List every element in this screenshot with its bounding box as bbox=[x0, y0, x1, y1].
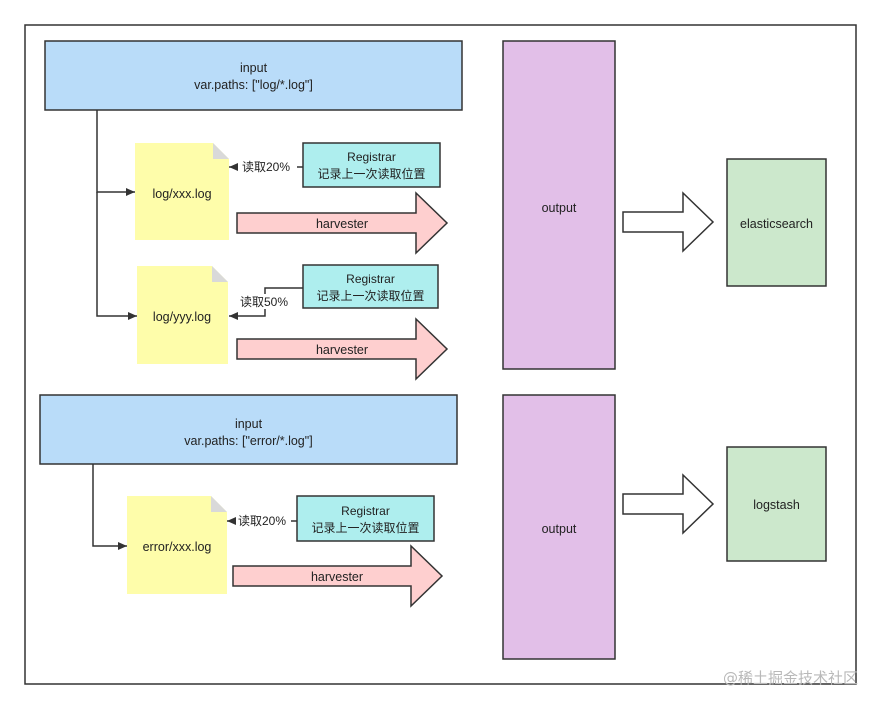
registrar-3-read-label: 读取20% bbox=[238, 514, 286, 528]
registrar-box-3 bbox=[296, 495, 435, 542]
harvester-arrow-3 bbox=[232, 544, 444, 608]
input-1-connector-to-file-1 bbox=[96, 110, 135, 196]
harvester-arrow-1 bbox=[236, 191, 449, 255]
target-box-elasticsearch bbox=[726, 158, 827, 287]
input-box-1-title: input bbox=[240, 61, 268, 75]
input-box-2 bbox=[39, 394, 458, 465]
output-box-2 bbox=[502, 394, 616, 660]
input-1-connector-to-file-2 bbox=[96, 192, 137, 320]
file-label-1: log/xxx.log bbox=[152, 187, 211, 201]
harvester-arrow-2 bbox=[236, 317, 449, 381]
registrar-box-2 bbox=[302, 264, 439, 309]
harvester-label-2: harvester bbox=[316, 343, 368, 357]
registrar-box-3-title: Registrar bbox=[341, 504, 390, 518]
registrar-box-3-desc: 记录上一次读取位置 bbox=[311, 520, 419, 535]
file-icon-2 bbox=[137, 266, 228, 364]
output-1-to-target-arrow bbox=[622, 191, 715, 253]
registrar-2-read-label: 读取50% bbox=[240, 295, 288, 309]
output-box-1-label: output bbox=[542, 201, 577, 215]
file-icon-1 bbox=[135, 143, 229, 240]
target-box-logstash bbox=[726, 446, 827, 562]
registrar-box-2-title: Registrar bbox=[346, 272, 395, 286]
output-2-to-target-arrow bbox=[622, 473, 715, 535]
input-box-2-title: input bbox=[235, 417, 263, 431]
file-icon-3 bbox=[127, 496, 227, 594]
target-box-elasticsearch-label: elasticsearch bbox=[740, 217, 813, 231]
file-label-2: log/yyy.log bbox=[153, 310, 211, 324]
registrar-box-1-desc: 记录上一次读取位置 bbox=[317, 166, 425, 181]
registrar-box-1-title: Registrar bbox=[347, 150, 396, 164]
output-box-1 bbox=[502, 40, 616, 370]
input-box-2-paths: var.paths: ["error/*.log"] bbox=[184, 434, 312, 448]
input-box-1-paths: var.paths: ["log/*.log"] bbox=[194, 78, 313, 92]
input-2-connector-to-file-3 bbox=[92, 464, 127, 550]
file-label-3: error/xxx.log bbox=[143, 540, 212, 554]
watermark-text: @稀土掘金技术社区 bbox=[723, 669, 858, 687]
input-box-1 bbox=[44, 40, 463, 111]
registrar-1-read-label: 读取20% bbox=[242, 160, 290, 174]
output-box-2-label: output bbox=[542, 522, 577, 536]
registrar-box-2-desc: 记录上一次读取位置 bbox=[316, 288, 424, 303]
harvester-label-1: harvester bbox=[316, 217, 368, 231]
outer-frame bbox=[24, 24, 857, 685]
registrar-box-1 bbox=[302, 142, 441, 188]
harvester-label-3: harvester bbox=[311, 570, 363, 584]
target-box-logstash-label: logstash bbox=[753, 498, 800, 512]
